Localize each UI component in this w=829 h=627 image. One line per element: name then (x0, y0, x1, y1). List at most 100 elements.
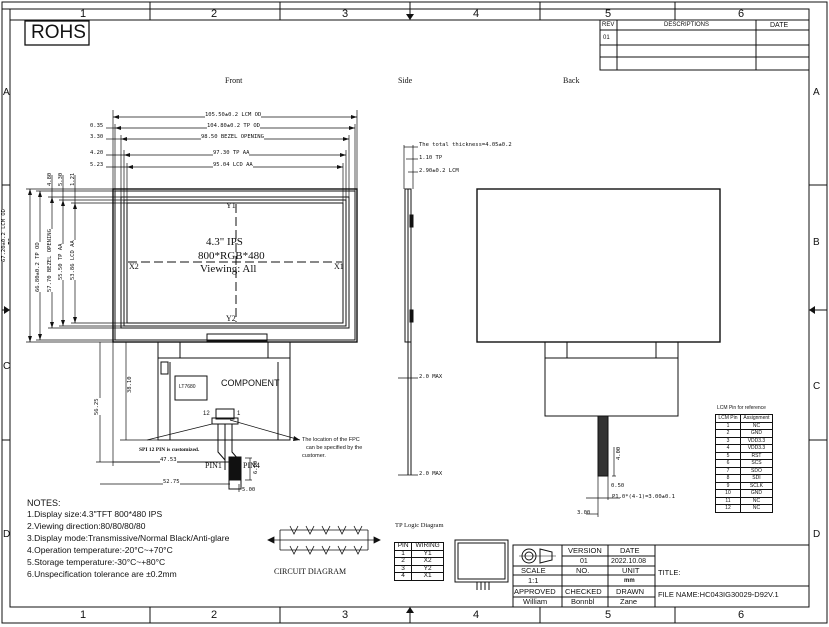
file-name: FILE NAME:HC043IG30029-D92V.1 (658, 590, 779, 599)
lcm-pin-row-pin: 2 (715, 429, 741, 438)
drawn-by: Zane (620, 597, 638, 606)
column-label-6-bottom: 6 (738, 609, 745, 621)
dim-v-bezel: 57.70 BEZEL OPENING (47, 229, 54, 292)
row-label-d-right: D (813, 529, 821, 540)
pin12-label: 12 (203, 411, 210, 417)
row-label-c: C (3, 361, 11, 372)
dim-offset-330: 3.30 (90, 134, 104, 140)
tp-wiring-row-value: X1 (411, 572, 444, 581)
axis-label-x2: X2 (129, 262, 139, 271)
circuit-diagram (267, 525, 381, 555)
lcm-pin-row-value: NC (739, 504, 774, 513)
unit-label: UNIT (622, 566, 640, 575)
tp-active-area (123, 199, 347, 327)
scale-value: 1:1 (528, 576, 539, 585)
lcm-pin-row-pin: 6 (715, 459, 741, 468)
dim-lcd-aa: 95.04 LCD AA (213, 162, 253, 169)
row-label-b-right: B (813, 237, 820, 248)
column-label-3: 3 (342, 8, 349, 20)
title-label: TITLE: (658, 568, 681, 577)
chip-frame (174, 375, 208, 401)
column-label-2: 2 (211, 8, 218, 20)
row-label-c-right: C (813, 381, 821, 392)
lcm-pin-row-value: SCLK (739, 481, 774, 490)
version-value: 01 (580, 558, 588, 565)
dim-fpc-600: 6.00 (253, 460, 259, 474)
lcm-outline (112, 188, 358, 343)
tp-outline (114, 190, 356, 341)
lcm-pin-row-pin: 8 (715, 474, 741, 483)
tp-wiring-row-value: X2 (411, 557, 444, 566)
tp-wiring-row-pin: 2 (393, 557, 413, 566)
dim-v-480: 4.80 (47, 172, 53, 186)
dim-v-lcd-aa: 53.86 LCD AA (70, 240, 77, 280)
unit-value: mm (624, 578, 635, 584)
panel-title-line3: Viewing: All (200, 263, 257, 275)
side-view-title: Side (398, 76, 413, 85)
back-view-title: Back (563, 76, 580, 85)
axis-label-y2: Y2 (226, 314, 236, 323)
lcm-pin-row-pin: 3 (715, 436, 741, 445)
dim-offset-523: 5.23 (90, 162, 104, 168)
side-view (398, 145, 418, 476)
lcm-pin-row-pin: 9 (715, 481, 741, 490)
column-label-6: 6 (738, 8, 745, 20)
tp-header-row: PIN WIRING (393, 542, 444, 551)
rev-header: REV (602, 22, 615, 28)
lcm-pin-row-pin: 10 (715, 489, 741, 498)
title-block-lines (512, 544, 810, 608)
dim-fpc-3810: 38.10 (127, 376, 134, 393)
tp-wiring-row-pin: 4 (393, 572, 413, 581)
lcm-pin-row-value: GND (739, 429, 774, 438)
side-lcm-thickness: 2.90±0.2 LCM (419, 168, 459, 174)
dim-lcm-od: 105.50±0.2 LCM OD (205, 112, 262, 119)
lcm-pin-row-value: SDI (739, 474, 774, 483)
date-label: DATE (620, 546, 640, 555)
dim-tp-od: 104.80±0.2 TP OD (207, 123, 260, 130)
dim-offset-035: 0.35 (90, 123, 104, 129)
date-value: 2022.10.08 (611, 558, 647, 565)
lcm-pin-row-pin: 4 (715, 444, 741, 453)
column-label-5-bottom: 5 (605, 609, 612, 621)
side-max-1: 2.0 MAX (419, 374, 443, 380)
version-label: VERSION (568, 546, 602, 555)
back-dim-400: 4.00 (616, 446, 622, 460)
note-item: 5.Storage temperature:-30°C~+80°C (27, 557, 166, 567)
pin1-marker: 1 (237, 411, 241, 417)
descriptions-header: DESCRIPTIONS (664, 22, 710, 28)
spi-customized-note: SPI 12 PIN is customized. (139, 447, 200, 453)
checked-label: CHECKED (565, 587, 602, 596)
note-item: 4.Operation temperature:-20°C~+70°C (27, 545, 173, 555)
tp-wiring-header: WIRING (411, 542, 444, 551)
side-max-2: 2.0 MAX (419, 471, 443, 477)
fpc-location-note-1: The location of the FPC (302, 437, 360, 443)
lcm-pin-row-value: SDO (739, 466, 774, 475)
lcm-pin-row-pin: 11 (715, 496, 741, 505)
dim-fpc-4753: 47.53 (160, 457, 177, 464)
lcd-active-area (126, 202, 344, 324)
checked-by: Bonnbl (571, 597, 595, 606)
lcm-pin-row-value: SCS (739, 459, 774, 468)
front-view-title: Front (225, 76, 243, 85)
circuit-diagram-label: CIRCUIT DIAGRAM (274, 567, 347, 576)
note-item: 2.Viewing direction:80/80/80/80 (27, 521, 146, 531)
dim-bezel-opening: 98.50 BEZEL OPENING (201, 134, 264, 141)
lcm-pin-row-pin: 5 (715, 451, 741, 460)
lcm-pin-row-pin: 1 (715, 421, 741, 430)
frame-center-marks (4, 14, 815, 613)
column-label-4-bottom: 4 (473, 609, 480, 621)
dim-offset-420: 4.20 (90, 150, 104, 156)
column-label-4: 4 (473, 8, 480, 20)
pin1-label: PIN1 (205, 461, 222, 470)
